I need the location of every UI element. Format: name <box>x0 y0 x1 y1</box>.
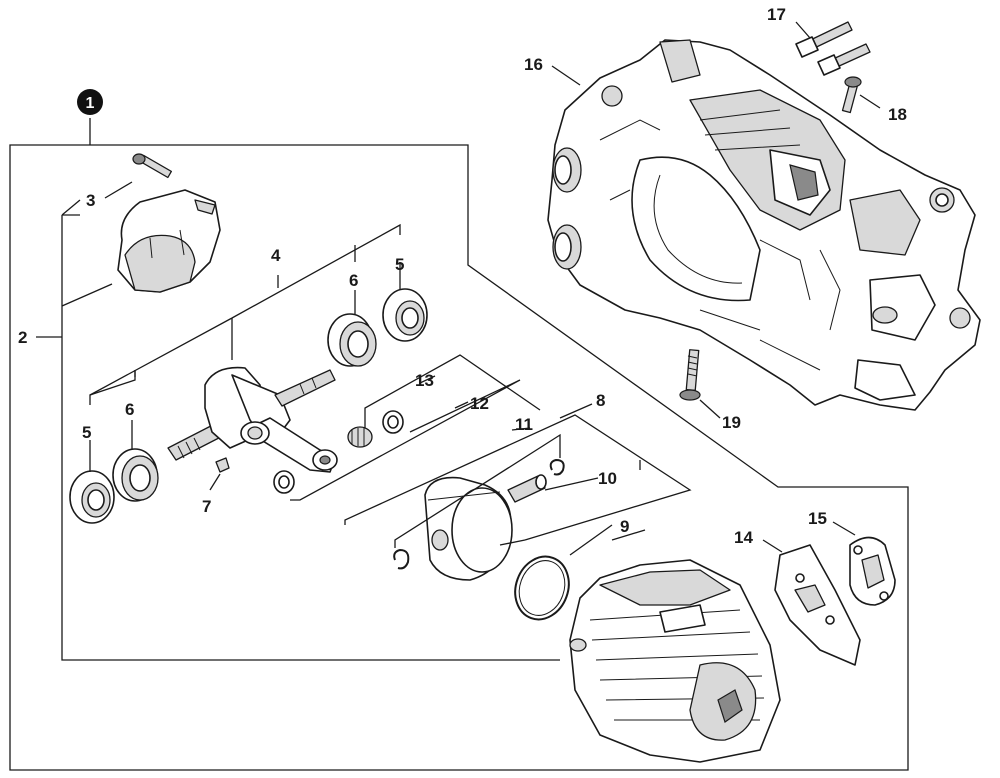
callout-5-lower: 5 <box>82 423 91 442</box>
bolt-3-part <box>132 153 173 179</box>
piston-ring-9-part <box>514 555 570 621</box>
callout-6-lower: 6 <box>125 400 134 419</box>
callout-10: 10 <box>598 469 617 488</box>
washer-12-lower-part <box>273 470 295 494</box>
key-7-part <box>215 457 230 473</box>
bearing-6-upper-part <box>327 313 377 367</box>
callout-16: 16 <box>524 55 543 74</box>
callout-19: 19 <box>722 413 741 432</box>
piston-pin-10-part <box>507 474 547 503</box>
callout-7: 7 <box>202 497 211 516</box>
callout-18: 18 <box>888 105 907 124</box>
crankshaft-part <box>167 366 338 473</box>
seal-5-lower-part <box>69 470 115 524</box>
callout-14: 14 <box>734 528 753 547</box>
circlip-11-upper-part <box>549 458 565 476</box>
circlip-11-lower-part <box>393 548 410 570</box>
callout-3: 3 <box>86 191 95 210</box>
bolt-18-part <box>841 76 862 114</box>
callout-12: 12 <box>470 394 489 413</box>
gasket-15-part <box>849 536 896 606</box>
callout-17: 17 <box>767 5 786 24</box>
callout-13: 13 <box>415 371 434 390</box>
assembly-marker-label: 1 <box>86 95 95 112</box>
piston-part <box>424 476 513 581</box>
screw-17-part <box>795 21 871 76</box>
crankcase-part <box>547 39 981 411</box>
assembly-marker: 1 <box>77 89 103 115</box>
plate-14-part <box>774 544 861 666</box>
assembly-frame <box>9 118 909 771</box>
needle-bearing-13-part <box>347 426 373 448</box>
callout-labels: 2 3 4 5 6 5 6 7 8 9 10 11 12 13 14 15 16… <box>18 5 907 547</box>
bearing-6-lower-part <box>112 448 159 502</box>
leader-lines <box>61 21 881 556</box>
bolt-19-part <box>679 349 701 401</box>
callout-4: 4 <box>271 246 281 265</box>
seal-5-upper-part <box>382 288 428 342</box>
cylinder-part <box>569 559 781 763</box>
callout-5-upper: 5 <box>395 255 404 274</box>
callout-2: 2 <box>18 328 27 347</box>
callout-9: 9 <box>620 517 629 536</box>
washer-12-upper-part <box>382 410 404 434</box>
callout-6-upper: 6 <box>349 271 358 290</box>
callout-15: 15 <box>808 509 827 528</box>
bearing-cover-part <box>117 189 221 293</box>
callout-11: 11 <box>515 415 533 434</box>
callout-8: 8 <box>596 391 605 410</box>
